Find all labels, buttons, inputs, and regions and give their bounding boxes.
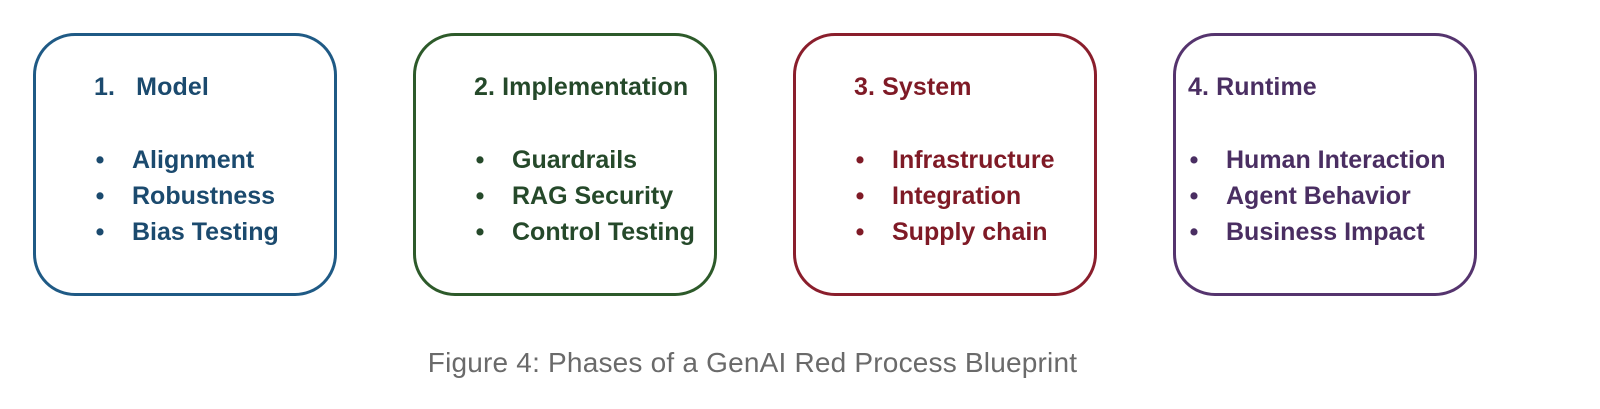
bullet-icon: • bbox=[95, 182, 105, 210]
phase-title-implementation: 2. Implementation bbox=[474, 73, 689, 101]
bullet-icon: • bbox=[475, 182, 485, 210]
phase-item-label: Human Interaction bbox=[1226, 146, 1446, 174]
figure-caption: Figure 4: Phases of a GenAI Red Process … bbox=[427, 347, 1078, 378]
bullet-icon: • bbox=[855, 182, 865, 210]
phase-item-label: Supply chain bbox=[892, 218, 1048, 246]
phase-item-label: Agent Behavior bbox=[1226, 182, 1411, 210]
phase-item-label: Guardrails bbox=[512, 146, 638, 174]
phase-card-implementation: 2. Implementation • Guardrails • RAG Sec… bbox=[413, 33, 717, 296]
bullet-icon: • bbox=[1189, 218, 1199, 246]
phase-title-model: 1. Model bbox=[94, 73, 209, 101]
phase-item-label: Integration bbox=[892, 182, 1022, 210]
phase-item-label: Business Impact bbox=[1226, 218, 1425, 246]
phase-item-label: Infrastructure bbox=[892, 146, 1055, 174]
phase-title-runtime: 4. Runtime bbox=[1188, 73, 1317, 101]
bullet-icon: • bbox=[855, 218, 865, 246]
bullet-icon: • bbox=[855, 146, 865, 174]
bullet-icon: • bbox=[475, 146, 485, 174]
phase-item-label: RAG Security bbox=[512, 182, 674, 210]
phase-card-runtime: 4. Runtime • Human Interaction • Agent B… bbox=[1173, 33, 1477, 296]
bullet-icon: • bbox=[1189, 182, 1199, 210]
bullet-icon: • bbox=[475, 218, 485, 246]
bullet-icon: • bbox=[1189, 146, 1199, 174]
phase-card-system: 3. System • Infrastructure • Integration… bbox=[793, 33, 1097, 296]
phase-item-label: Bias Testing bbox=[132, 218, 279, 246]
phase-title-system: 3. System bbox=[854, 73, 972, 101]
phase-item-label: Robustness bbox=[132, 182, 276, 210]
bullet-icon: • bbox=[95, 218, 105, 246]
phase-card-model: 1. Model • Alignment • Robustness • Bias… bbox=[33, 33, 337, 296]
phase-item-label: Control Testing bbox=[512, 218, 695, 246]
bullet-icon: • bbox=[95, 146, 105, 174]
phase-item-label: Alignment bbox=[132, 146, 255, 174]
